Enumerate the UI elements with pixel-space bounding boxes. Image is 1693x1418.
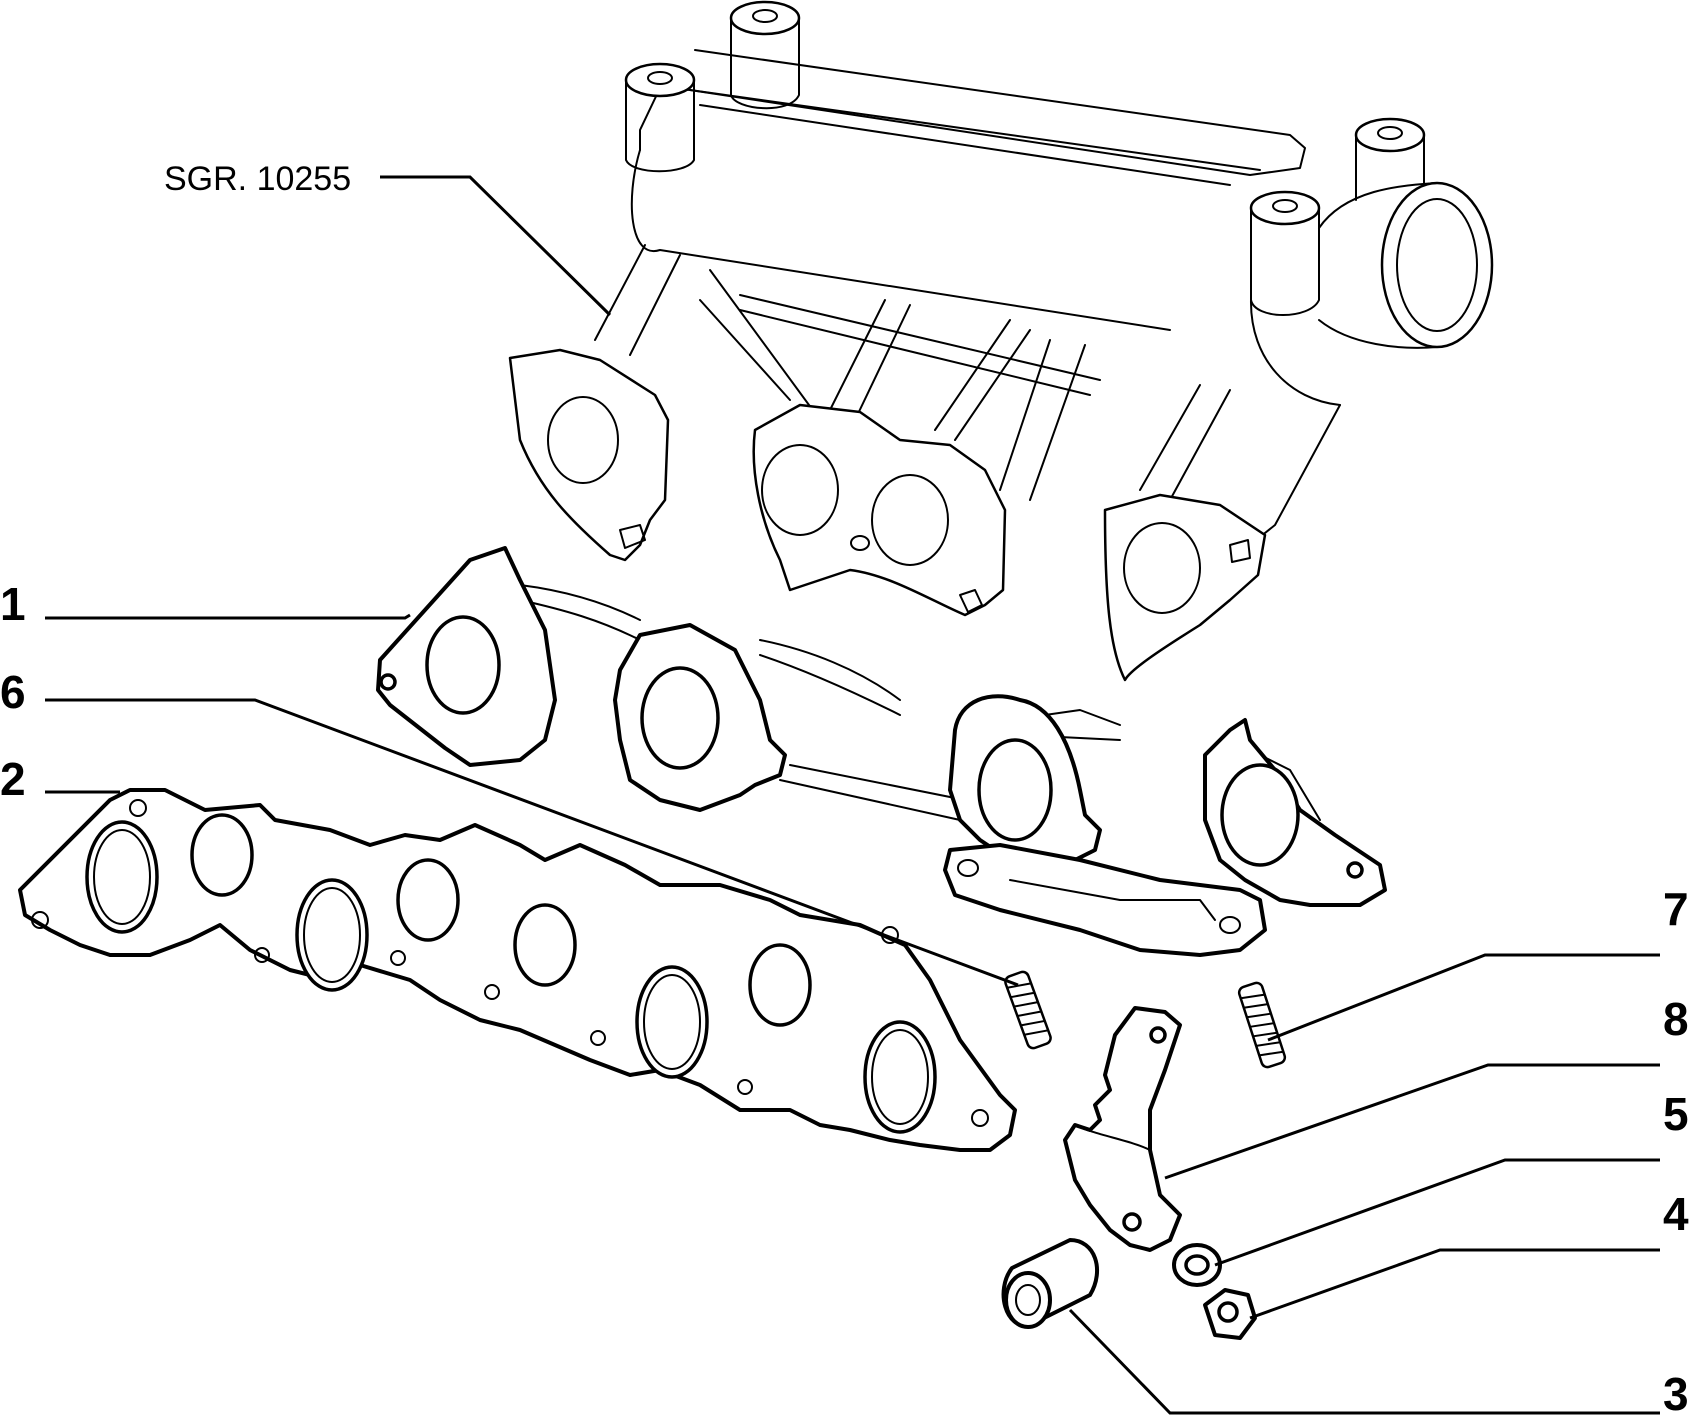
nut-4 <box>1203 1288 1257 1340</box>
washer-5 <box>1172 1243 1222 1287</box>
callout-1: 1 <box>0 578 26 630</box>
callout-3: 3 <box>1663 1368 1689 1418</box>
callout-6: 6 <box>0 666 26 718</box>
stud-6 <box>1004 970 1052 1050</box>
callout-8: 8 <box>1663 993 1689 1045</box>
exhaust-manifold <box>376 546 1387 957</box>
reference-label: SGR. 10255 <box>164 160 351 198</box>
callout-2: 2 <box>0 753 26 805</box>
spacer-3 <box>1001 1238 1100 1329</box>
bracket-8 <box>1063 1006 1182 1252</box>
stud-7 <box>1237 981 1287 1069</box>
manifold-gasket <box>18 788 1017 1152</box>
callout-4: 4 <box>1663 1188 1689 1240</box>
leader-lines <box>45 175 1660 1415</box>
callout-5: 5 <box>1663 1088 1689 1140</box>
callout-7: 7 <box>1663 883 1689 935</box>
intake-manifold <box>508 0 1494 682</box>
